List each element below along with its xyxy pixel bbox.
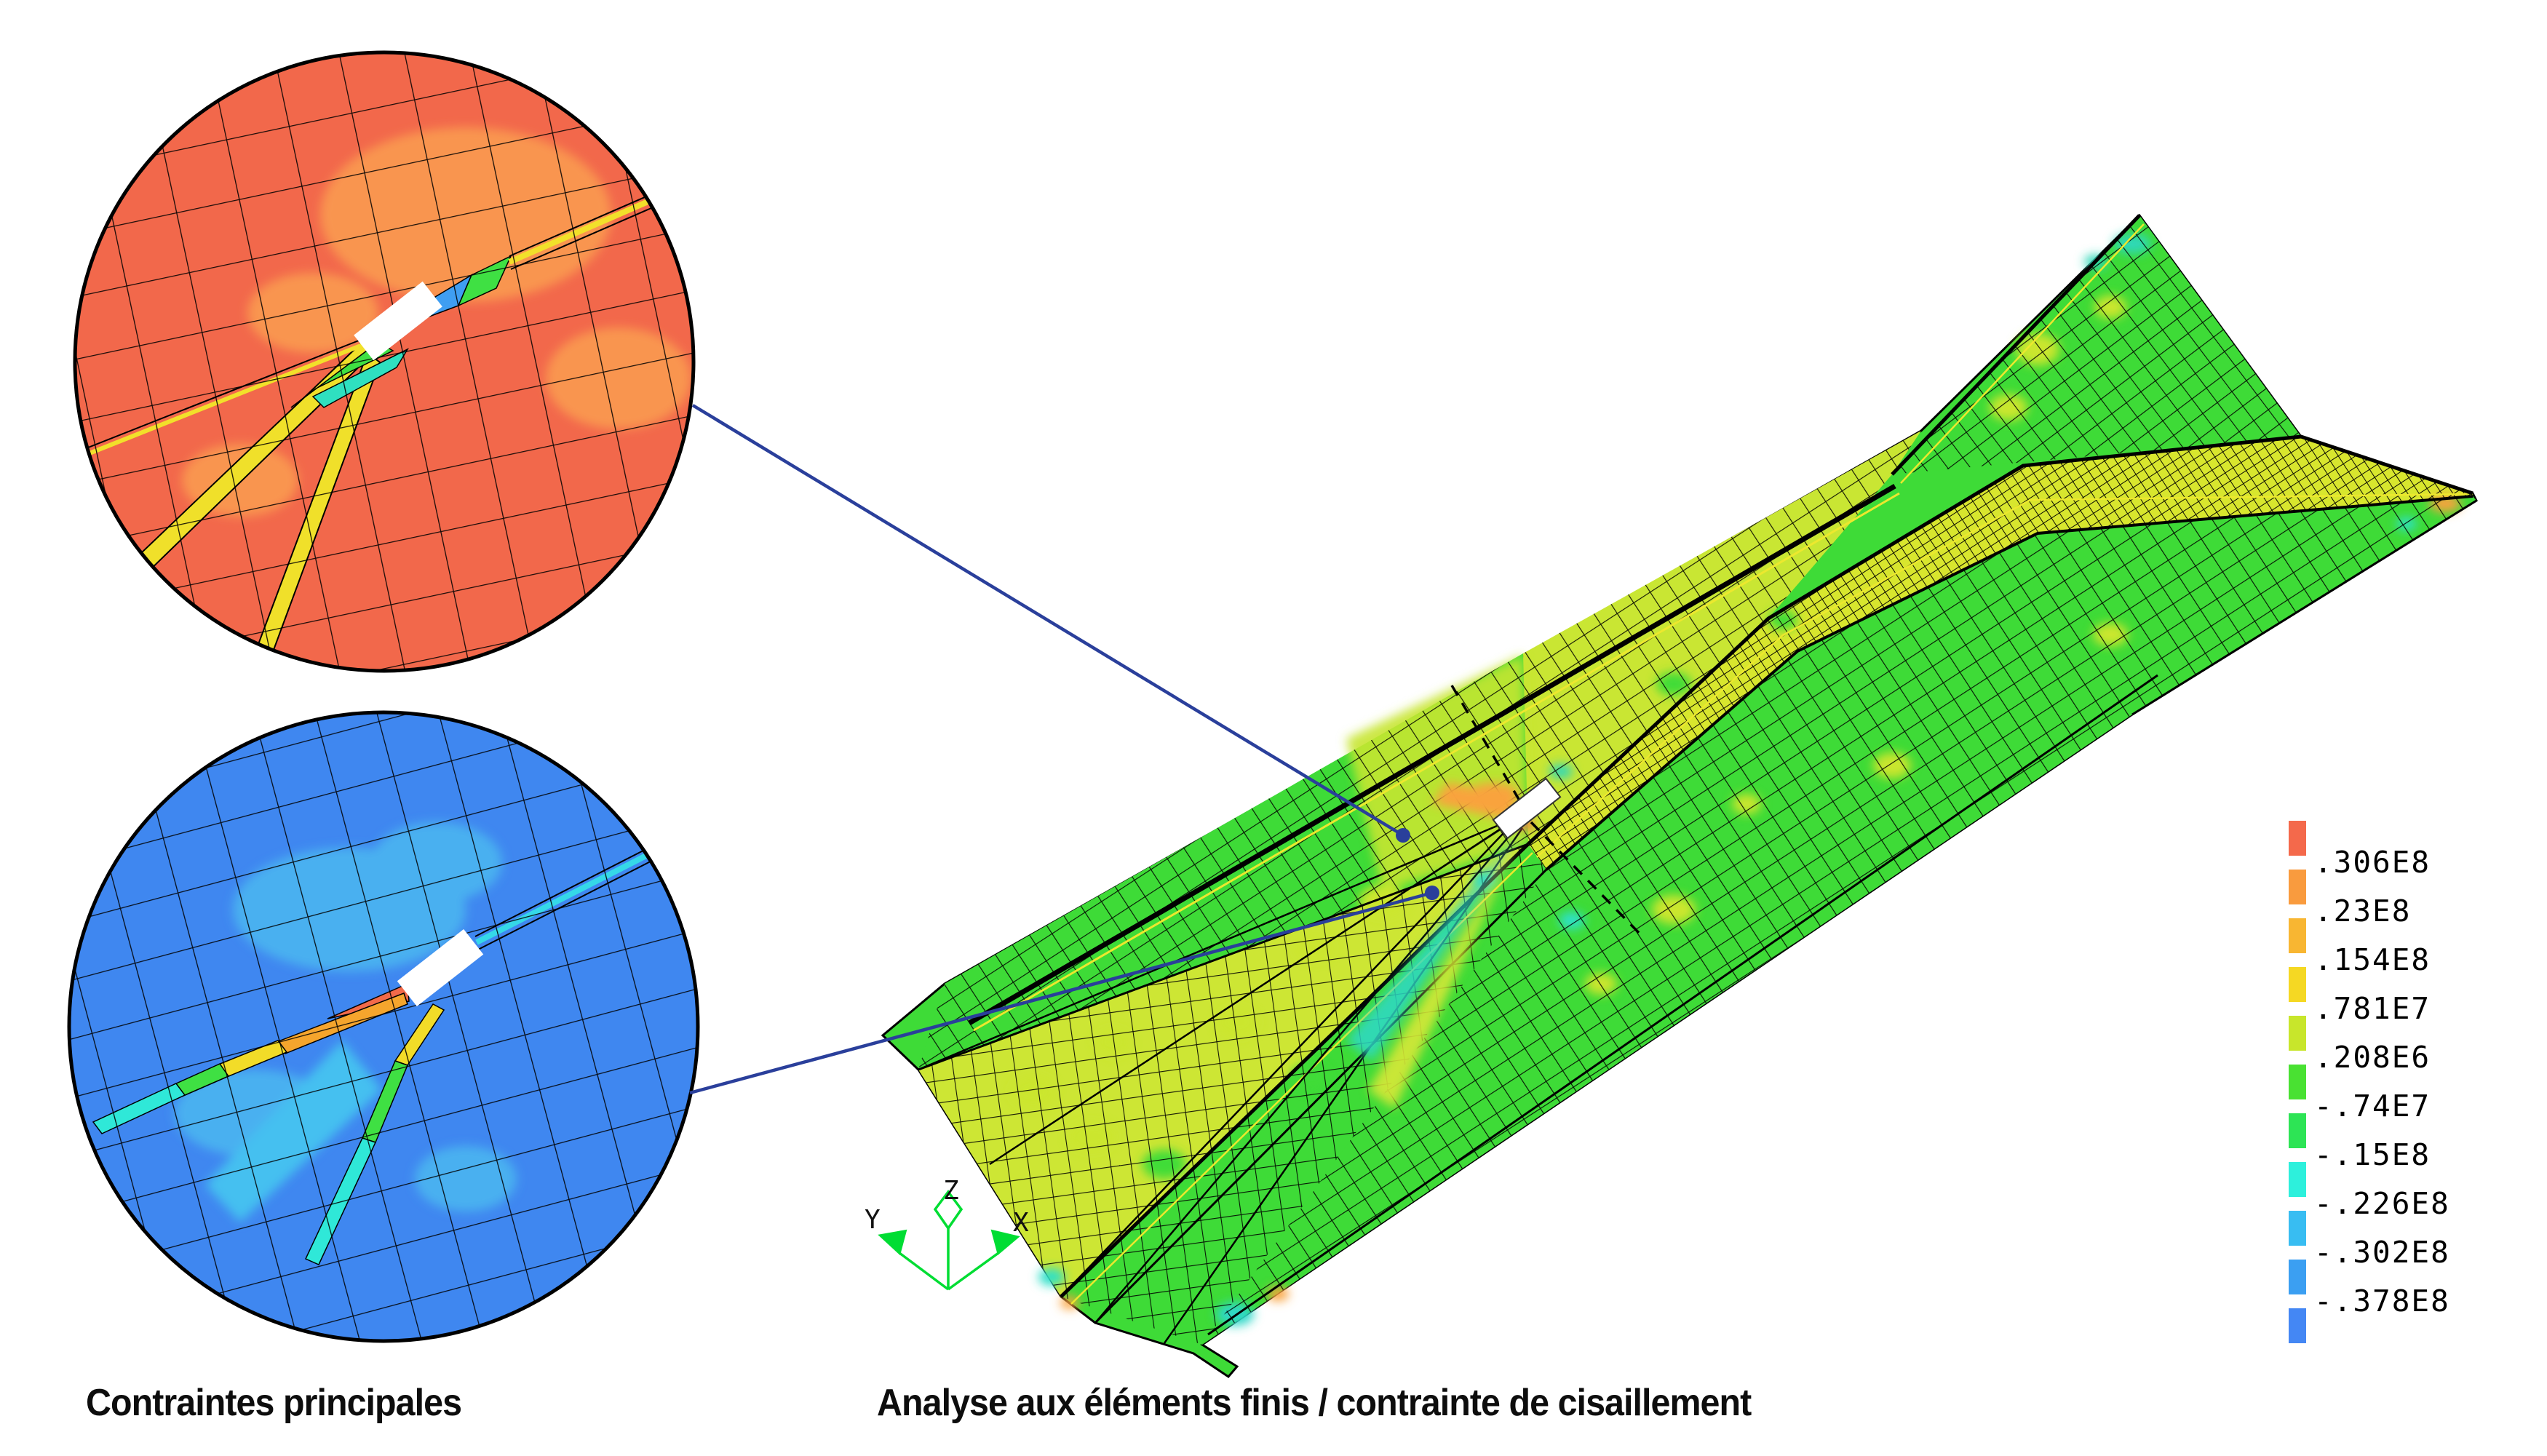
legend-swatch [2289,1113,2306,1148]
y-axis-label: Y [865,1205,881,1235]
leader-dot-bottom [1425,886,1439,900]
legend-label: .306E8 [2314,845,2431,880]
legend-swatch [2289,918,2306,953]
legend-label: .208E6 [2314,1040,2431,1075]
detail-bottom-mesh [69,712,698,1341]
detail-circle-principal-compression [67,710,700,1343]
detail-circle-principal-tension [73,50,696,673]
leader-line-top [691,404,1404,837]
detail-top-weld-marker [354,281,442,361]
legend-label: .154E8 [2314,942,2431,977]
legend-swatch [2289,1162,2306,1197]
legend-swatch [2289,967,2306,1002]
detail-top-outline [73,50,696,673]
upper-strip-mesh [1523,431,1921,844]
splice-dashed-line [1450,685,1645,939]
x-axis-label: X [1013,1208,1029,1238]
x-axis [947,1252,1000,1291]
y-axis [898,1252,950,1291]
x-arrowhead-icon [990,1229,1020,1256]
legend-swatch [2289,1016,2306,1051]
stress-legend: .306E8 .23E8 .154E8 .781E7 .208E6 -.74E7 -.15E… [2289,821,2543,1403]
legend-swatch [2289,821,2306,856]
legend-swatch [2289,1260,2306,1294]
legend-label: .23E8 [2314,894,2412,928]
fold-lines [918,214,2477,1336]
trough-strip-mesh [918,844,1528,1297]
legend-swatch [2289,1065,2306,1099]
caption-principal-stresses: Contraintes principales [86,1382,462,1424]
gusset-mesh [1892,215,2301,474]
legend-swatch [2289,1211,2306,1246]
leader-dot-top [1396,828,1410,843]
detail-bottom-weld-marker [397,928,484,1007]
legend-label: .781E7 [2314,991,2431,1026]
leader-lines [689,404,1439,1095]
right-deck-mesh [1202,496,2476,1345]
leader-line-bottom [689,891,1433,1095]
girder-model [881,213,2478,1378]
detail-location-marker [1492,777,1562,840]
z-axis-label: Z [943,1176,959,1206]
junction-fan-slivers [1346,782,1533,1109]
y-arrowhead-icon [878,1229,907,1256]
caption-fea-shear: Analyse aux éléments finis / contrainte … [877,1382,1752,1424]
legend-swatch [2289,870,2306,904]
legend-label: -.15E8 [2314,1137,2431,1172]
legend-label: -.378E8 [2314,1284,2450,1318]
detail-bottom-outline [67,710,700,1343]
trough-band-mesh [1528,437,2473,870]
detail-top-mesh [75,52,694,671]
legend-swatch [2289,1308,2306,1343]
legend-label: -.302E8 [2314,1235,2450,1270]
legend-label: -.74E7 [2314,1089,2431,1123]
z-arrowhead-icon [933,1190,963,1231]
legend-label: -.226E8 [2314,1186,2450,1221]
coordinate-triad: Y Z X [865,1176,1029,1291]
